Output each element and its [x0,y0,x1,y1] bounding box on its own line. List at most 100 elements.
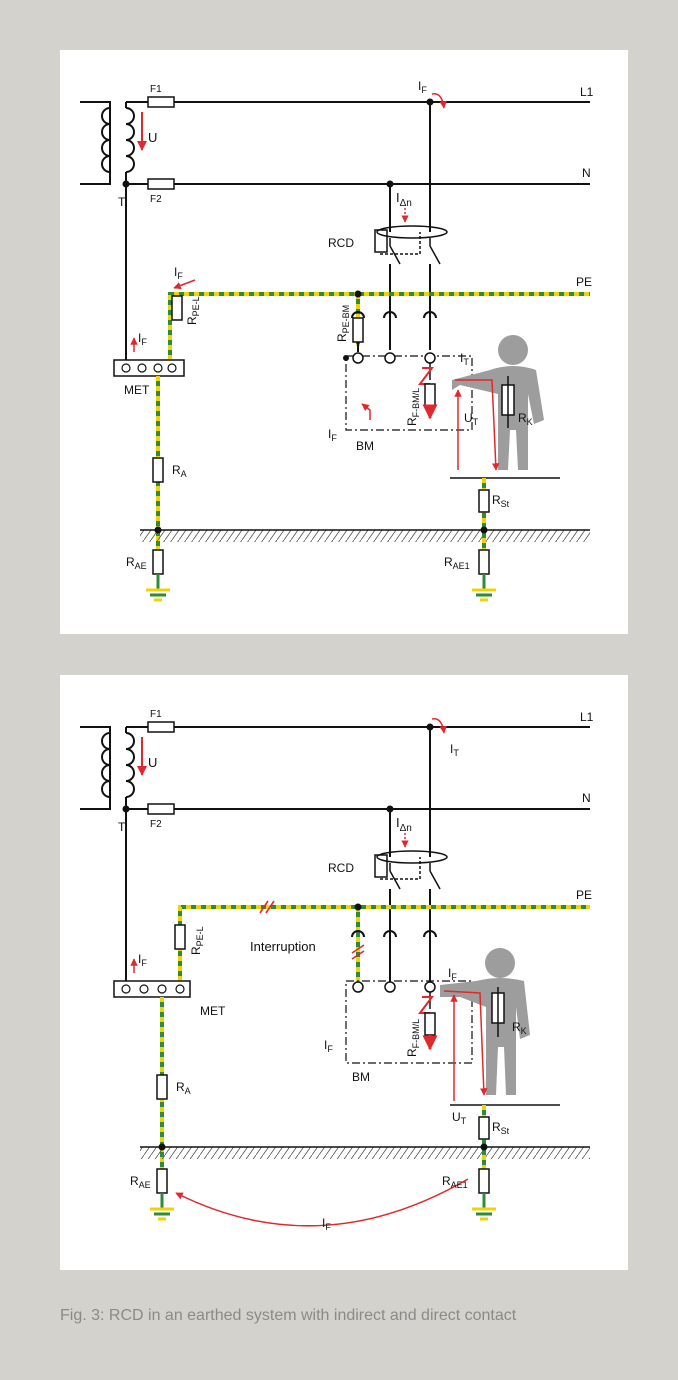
resistor-r-ae1 [478,549,490,575]
i-t-label: IT [460,351,469,367]
body-current-arrow [443,990,488,1096]
junction-dot [354,903,362,911]
if-top-label: IF [418,79,427,95]
i-t-label: IT [450,742,459,758]
transformer-label: T [118,195,126,209]
junction-dot [122,805,130,813]
fuse-f2 [147,803,175,815]
junction-dot [154,526,162,534]
r-a-label: RA [176,1080,191,1096]
r-ae-label: RAE [126,555,147,571]
fuse-f1-label: F1 [150,84,162,95]
r-k-label: RK [518,411,533,427]
r-st-label: RSt [492,493,510,509]
met-label: MET [124,383,150,397]
bm-current-arrow [361,403,371,420]
fuse-f2-label: F2 [150,194,162,205]
line-l1-label: L1 [580,710,594,724]
if-earth-label: IF [322,1216,331,1232]
r-ae1-label: RAE1 [442,1174,468,1190]
fuse-f2 [147,178,175,190]
rcd [374,850,448,890]
junction-dot [354,290,362,298]
r-pe-bm-label: RPE-BM [335,305,351,342]
resistor-r-st [478,489,490,513]
line-l1-label: L1 [580,85,594,99]
interruption-mark [259,900,365,960]
terminal [424,352,436,364]
plug-connectors [351,930,437,983]
touch-current-arrow [455,379,500,471]
transformer [80,726,135,810]
delta-n-label: IΔn [396,190,412,209]
junction-dot [158,1143,166,1151]
resistor-r-ae [152,549,164,575]
equipment-bm [345,355,473,431]
r-f-bm-label: RF-BM/L [405,388,421,426]
line-pe-label: PE [576,888,592,902]
interruption-label: Interruption [250,939,316,954]
person-figure [452,335,544,470]
r-st-label: RSt [492,1120,510,1136]
equipment-bm [345,980,473,1064]
fuse-f1-label: F1 [150,709,162,720]
junction-dot [426,98,434,106]
junction-dot [480,1143,488,1151]
voltage-label: U [148,755,157,770]
line-current-arrow [431,93,447,109]
figure-caption: Fig. 3: RCD in an earthed system with in… [60,1307,517,1324]
r-ae1-label: RAE1 [444,555,470,571]
line-current-arrow [431,718,447,734]
met-bar [113,359,185,377]
resistor-r-pe-l [174,924,186,950]
u-t-label: UT [452,1110,467,1126]
earth-electrode [150,1193,174,1221]
earth-return-arrow [175,1178,469,1227]
transformer [80,101,135,185]
bm-label: BM [356,439,374,453]
r-k-label: RK [512,1020,527,1036]
ground-hatching [140,530,590,542]
rcd [374,225,448,265]
circuit-diagram-2: F1 F2 T U L1 N PE RCD IΔn IT Interruptio… [80,709,594,1232]
r-pe-l-label: RPE-L [189,926,205,955]
r-pe-l-label: RPE-L [185,296,201,325]
if-met-label: IF [138,952,147,968]
resistor-r-st [478,1116,490,1140]
r-ae-label: RAE [130,1174,151,1190]
if-bm-label: IF [328,427,337,443]
voltage-label: U [148,130,157,145]
pe-current-arrow [173,279,196,290]
pe-conductor [178,905,590,985]
if-person-label: IF [448,966,457,982]
junction-dot [122,180,130,188]
met-bar [113,980,191,998]
bm-label: BM [352,1070,370,1084]
fuse-f2-label: F2 [150,819,162,830]
junction-dot [386,805,394,813]
resistor-r-pe-bm [352,317,364,343]
earth-electrode [472,574,496,602]
resistor-r-a [156,1074,168,1100]
resistor-r-pe-l [171,295,183,321]
if-bm-label: IF [324,1038,333,1054]
rcd-label: RCD [328,861,354,875]
r-f-bm-label: RF-BM/L [405,1019,421,1057]
rcd-label: RCD [328,236,354,250]
person-figure [440,948,530,1095]
resistor-r-f-bm [424,383,436,407]
r-a-label: RA [172,463,187,479]
fuse-f1 [147,721,175,733]
junction-dot [426,723,434,731]
earth-electrode [146,574,170,602]
fuse-f1 [147,96,175,108]
resistor-r-f-bm [424,1012,436,1036]
earth-electrode [472,1193,496,1221]
if-pe-label: IF [174,265,183,281]
resistor-r-ae1 [478,1168,490,1194]
junction-dot [386,180,394,188]
met-label: MET [200,1004,226,1018]
if-met-label: IF [138,331,147,347]
ground-hatching [140,1147,590,1159]
resistor-r-a [152,457,164,483]
